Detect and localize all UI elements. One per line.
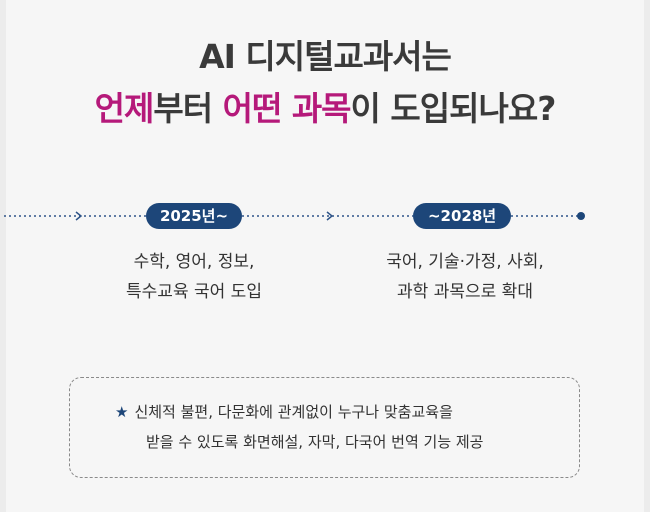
info-card [6, 0, 644, 512]
title-line-1: AI 디지털교과서는 [0, 30, 650, 78]
note-text-1: 신체적 불편, 다문화에 관계없이 누구나 맞춤교육을 [134, 403, 453, 421]
title-end-text: 이 도입되나요? [350, 89, 557, 128]
stage-2-badge: ~2028년 [413, 203, 511, 229]
title-mid-text: 부터 [153, 89, 223, 128]
star-icon: ★ [115, 403, 129, 421]
stage-1-desc-line-2: 특수교육 국어 도입 [126, 282, 262, 302]
timeline-line [4, 211, 585, 221]
timeline-end-dot [577, 212, 585, 220]
timeline [0, 200, 650, 230]
title-line-2: 언제부터 어떤 과목이 도입되나요? [0, 82, 650, 130]
note-line-1: ★ 신체적 불편, 다문화에 관계없이 누구나 맞춤교육을 [115, 401, 453, 422]
stage-2-desc-line-2: 과학 과목으로 확대 [397, 282, 533, 302]
stage-1-badge: 2025년~ [146, 203, 242, 229]
title-text: AI 디지털교과서는 [199, 37, 452, 76]
stage-2-desc-line-1: 국어, 기술·가정, 사회, [386, 252, 544, 272]
note-line-2: 받을 수 있도록 화면해설, 자막, 다국어 번역 기능 제공 [146, 433, 484, 451]
title-highlight-when: 언제 [94, 89, 155, 128]
stage-1-desc-line-1: 수학, 영어, 정보, [133, 252, 255, 272]
stage-1-description: 수학, 영어, 정보, 특수교육 국어 도입 [74, 247, 314, 307]
stage-2-description: 국어, 기술·가정, 사회, 과학 과목으로 확대 [340, 247, 590, 307]
title-highlight-subject: 어떤 과목 [222, 89, 352, 128]
note-box [69, 377, 580, 478]
